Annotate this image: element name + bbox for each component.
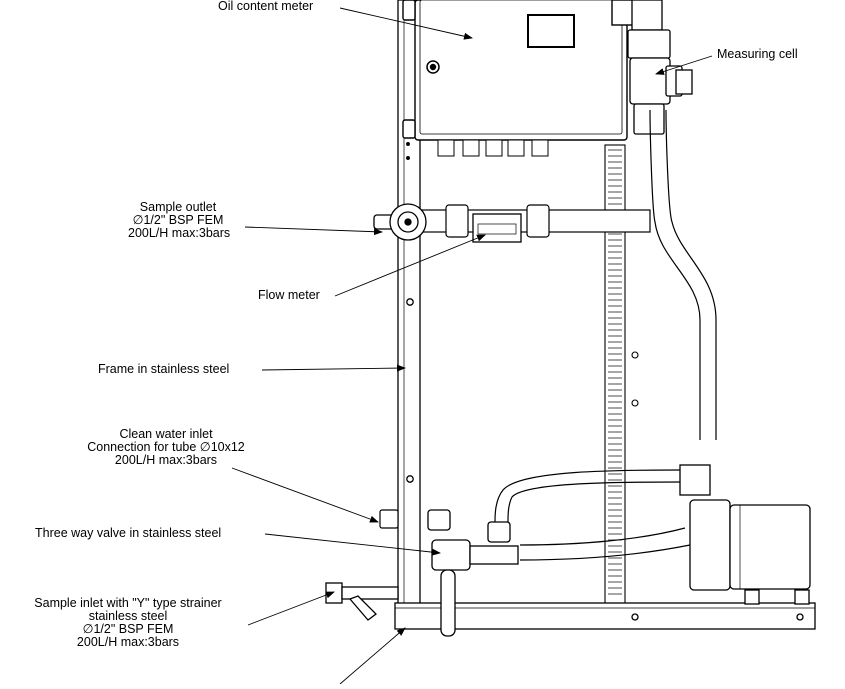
oil-content-meter-cabinet xyxy=(402,0,635,141)
label-clean-water-inlet-line1: Clean water inlet xyxy=(119,427,213,441)
label-sample-inlet-line1: Sample inlet with "Y" type strainer xyxy=(34,596,222,610)
label-frame: Frame in stainless steel xyxy=(98,362,230,376)
label-sample-inlet: Sample inlet with "Y" type strainer stai… xyxy=(8,597,248,649)
label-sample-outlet: Sample outlet ∅1/2" BSP FEM 200L/H max:3… xyxy=(128,200,231,240)
label-flow-meter: Flow meter xyxy=(258,288,320,302)
label-sample-outlet-line1: Sample outlet xyxy=(139,200,217,214)
label-three-way-valve: Three way valve in stainless steel xyxy=(35,526,222,540)
label-sample-inlet-line4: 200L/H max:3bars xyxy=(76,635,180,649)
cable-glands xyxy=(437,139,549,157)
label-measuring-cell: Measuring cell xyxy=(717,47,798,61)
label-oil-content-meter: Oil content meter xyxy=(218,0,314,13)
outlet-pipe xyxy=(419,204,651,238)
label-sample-outlet-line3: 200L/H max:3bars xyxy=(128,226,231,240)
label-sample-outlet-line2: ∅1/2" BSP FEM xyxy=(132,213,224,227)
measuring-cell xyxy=(627,0,693,135)
label-sample-inlet-line2: stainless steel xyxy=(88,609,168,623)
three-way-valve-body xyxy=(427,509,519,637)
label-clean-water-inlet-line3: 200L/H max:3bars xyxy=(114,453,218,467)
label-clean-water-inlet-line2: Connection for tube ∅10x12 xyxy=(87,440,245,454)
flexible-hoses xyxy=(494,109,717,561)
outlet-hand-valve xyxy=(373,203,427,241)
clean-water-inlet-fitting xyxy=(379,509,399,529)
leader-lines xyxy=(231,7,713,685)
flow-meter-body xyxy=(472,213,522,243)
label-sample-inlet-line3: ∅1/2" BSP FEM xyxy=(82,622,174,636)
base-rail xyxy=(394,602,816,630)
pump-motor xyxy=(679,464,811,605)
label-clean-water-inlet: Clean water inlet Connection for tube ∅1… xyxy=(78,428,254,467)
y-strainer xyxy=(325,582,399,621)
